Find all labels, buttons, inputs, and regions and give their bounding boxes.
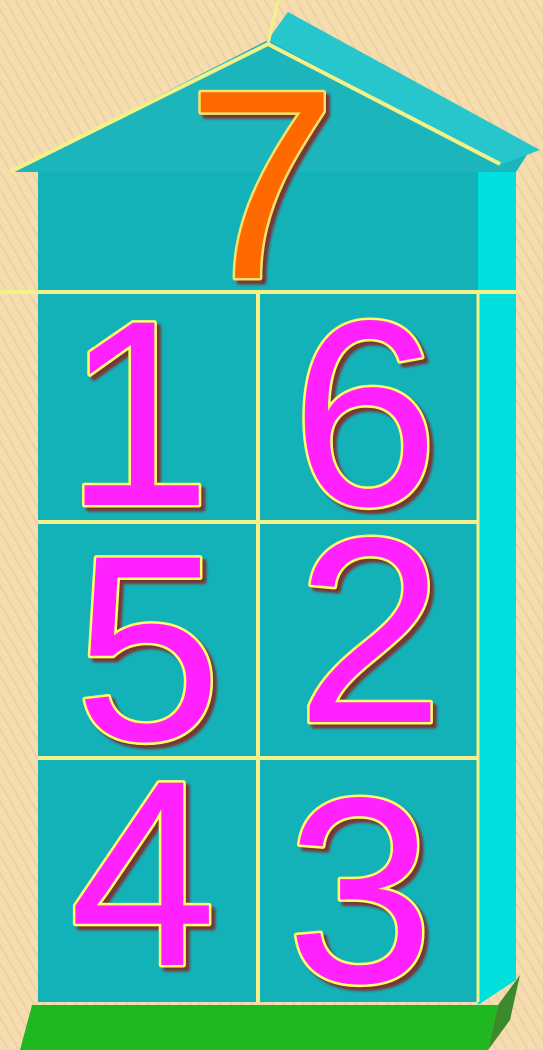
cell-number-row3-right: 3 <box>286 743 433 1039</box>
cell-number-row2-right: 2 <box>296 483 443 779</box>
cell-number-row3-left: 4 <box>69 726 216 1022</box>
